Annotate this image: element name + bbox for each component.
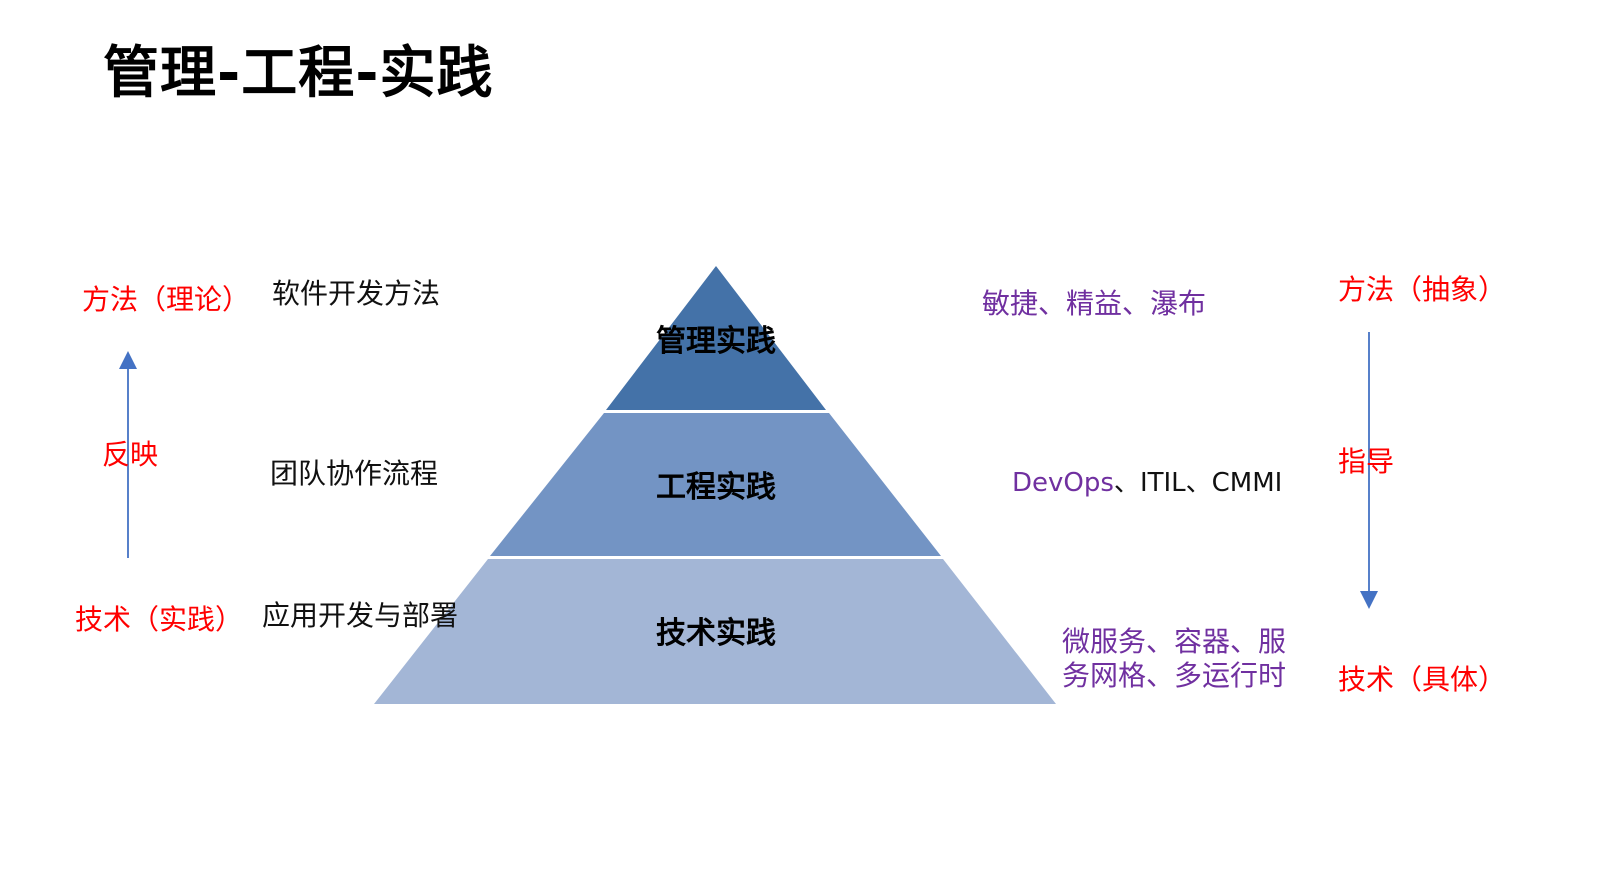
right-top-label: 方法（抽象） [1338,273,1507,306]
right-arrow-label: 指导 [1338,445,1395,478]
pyramid-layer-engineering [490,413,941,556]
right-bottom-examples-line2: 务网格、多运行时 [1062,659,1287,692]
left-bottom-desc: 应用开发与部署 [262,599,459,632]
layer-label-management: 管理实践 [656,324,776,359]
itil-text: ITIL [1139,468,1186,498]
left-bottom-label: 技术（实践） [75,603,244,636]
devops-text: DevOps [1012,468,1114,498]
right-mid-examples: DevOps、ITIL、CMMI [1012,462,1282,499]
pyramid-layer-technology [374,559,1056,704]
separator: 、 [1113,468,1140,498]
left-top-desc: 软件开发方法 [272,277,441,310]
page-title: 管理-工程-实践 [103,41,494,106]
cmmi-text: CMMI [1211,468,1283,498]
left-top-label: 方法（理论） [82,283,251,316]
pyramid-layer-management [606,266,826,410]
right-top-examples: 敏捷、精益、瀑布 [982,287,1207,320]
layer-label-engineering: 工程实践 [656,470,776,505]
left-mid-desc: 团队协作流程 [270,457,439,490]
right-bottom-examples-line1: 微服务、容器、服 [1062,625,1287,658]
layer-label-technology: 技术实践 [656,616,776,651]
left-arrow-label: 反映 [102,438,159,471]
right-bottom-label: 技术（具体） [1338,663,1507,696]
separator: 、 [1185,468,1212,498]
